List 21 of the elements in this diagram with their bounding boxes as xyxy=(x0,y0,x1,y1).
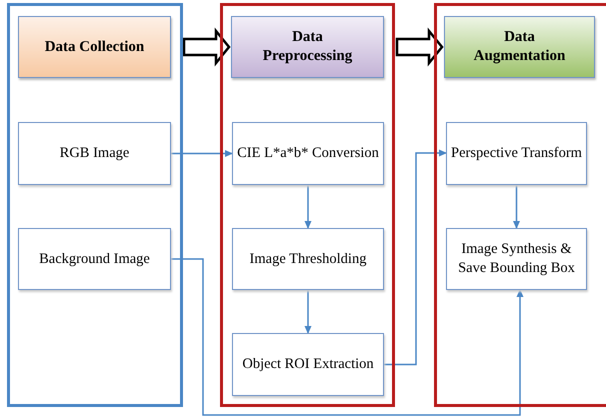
stage-panel xyxy=(434,3,606,407)
process-box: Object ROI Extraction xyxy=(232,333,384,396)
arrow xyxy=(384,150,447,366)
process-box: RGB Image xyxy=(18,122,171,185)
stage-header: Data Augmentation xyxy=(444,16,595,78)
arrow xyxy=(304,185,312,229)
arrow xyxy=(304,290,312,334)
process-box: CIE L*a*b* Conversion xyxy=(232,122,384,185)
process-box: Image Thresholding xyxy=(232,228,384,290)
block-arrow xyxy=(396,27,444,67)
block-arrow xyxy=(182,27,231,67)
stage-header: Data Collection xyxy=(18,16,171,78)
arrow xyxy=(513,185,520,229)
stage-panel xyxy=(7,3,183,407)
stage-panel xyxy=(220,3,395,407)
arrow xyxy=(171,258,524,416)
stage-header: Data Preprocessing xyxy=(231,16,384,78)
process-box: Image Synthesis & Save Bounding Box xyxy=(446,228,587,290)
process-box: Background Image xyxy=(18,228,171,290)
arrow xyxy=(171,150,233,157)
process-box: Perspective Transform xyxy=(446,122,587,185)
